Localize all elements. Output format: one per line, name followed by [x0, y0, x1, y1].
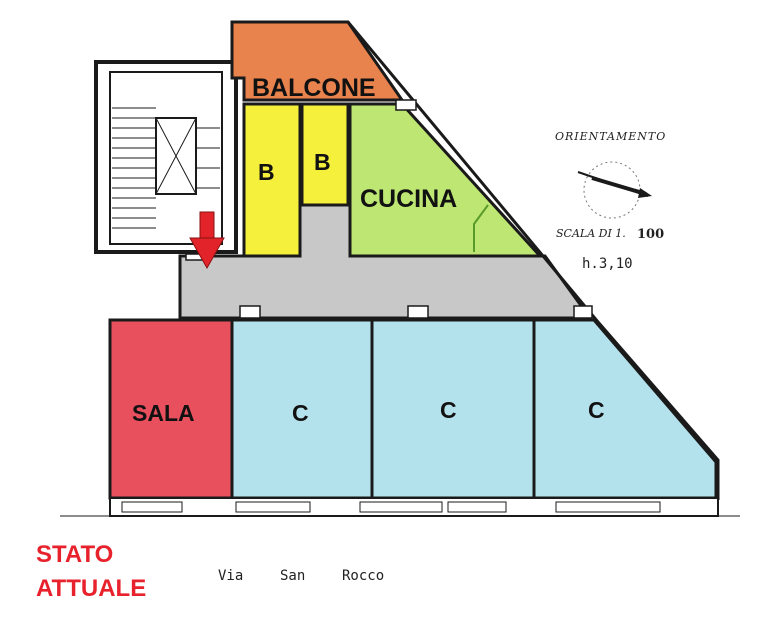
- wall-openings: [185, 99, 593, 319]
- bath-1-label: B: [258, 159, 275, 185]
- cucina-label: CUCINA: [360, 185, 457, 213]
- room-3-area: [532, 318, 718, 500]
- height-label: h.3,10: [582, 256, 633, 272]
- scale-value: 100: [637, 227, 664, 242]
- facade: [60, 497, 740, 517]
- room-1-label: C: [292, 400, 309, 426]
- orientation-label: ORIENTAMENTO: [555, 130, 666, 143]
- street-word-2: San: [280, 568, 306, 584]
- room-3-label: C: [588, 397, 605, 423]
- orientation-block: ORIENTAMENTO SCALA DI 1. 100 h.3,10: [555, 130, 666, 272]
- bath-1-area: [242, 102, 302, 258]
- compass-icon: [577, 161, 652, 219]
- title-line-2: ATTUALE: [36, 575, 147, 602]
- room-2-label: C: [440, 397, 457, 423]
- bath-2-label: B: [314, 149, 331, 175]
- cucina-area: [348, 102, 544, 258]
- street-word-3: Rocco: [342, 568, 385, 584]
- stairwell: [94, 60, 238, 254]
- sala-label: SALA: [132, 400, 195, 426]
- kitchen-door-swing: [473, 204, 489, 252]
- title-line-1: STATO: [36, 541, 114, 568]
- street-word-1: Via: [218, 568, 244, 584]
- entrance-arrow-icon: [189, 211, 225, 270]
- room-1-area: [230, 318, 374, 500]
- balcone-label: BALCONE: [252, 74, 376, 102]
- room-2-area: [370, 318, 536, 500]
- scale-prefix: SCALA DI 1.: [556, 227, 626, 240]
- bath-2-area: [300, 102, 350, 207]
